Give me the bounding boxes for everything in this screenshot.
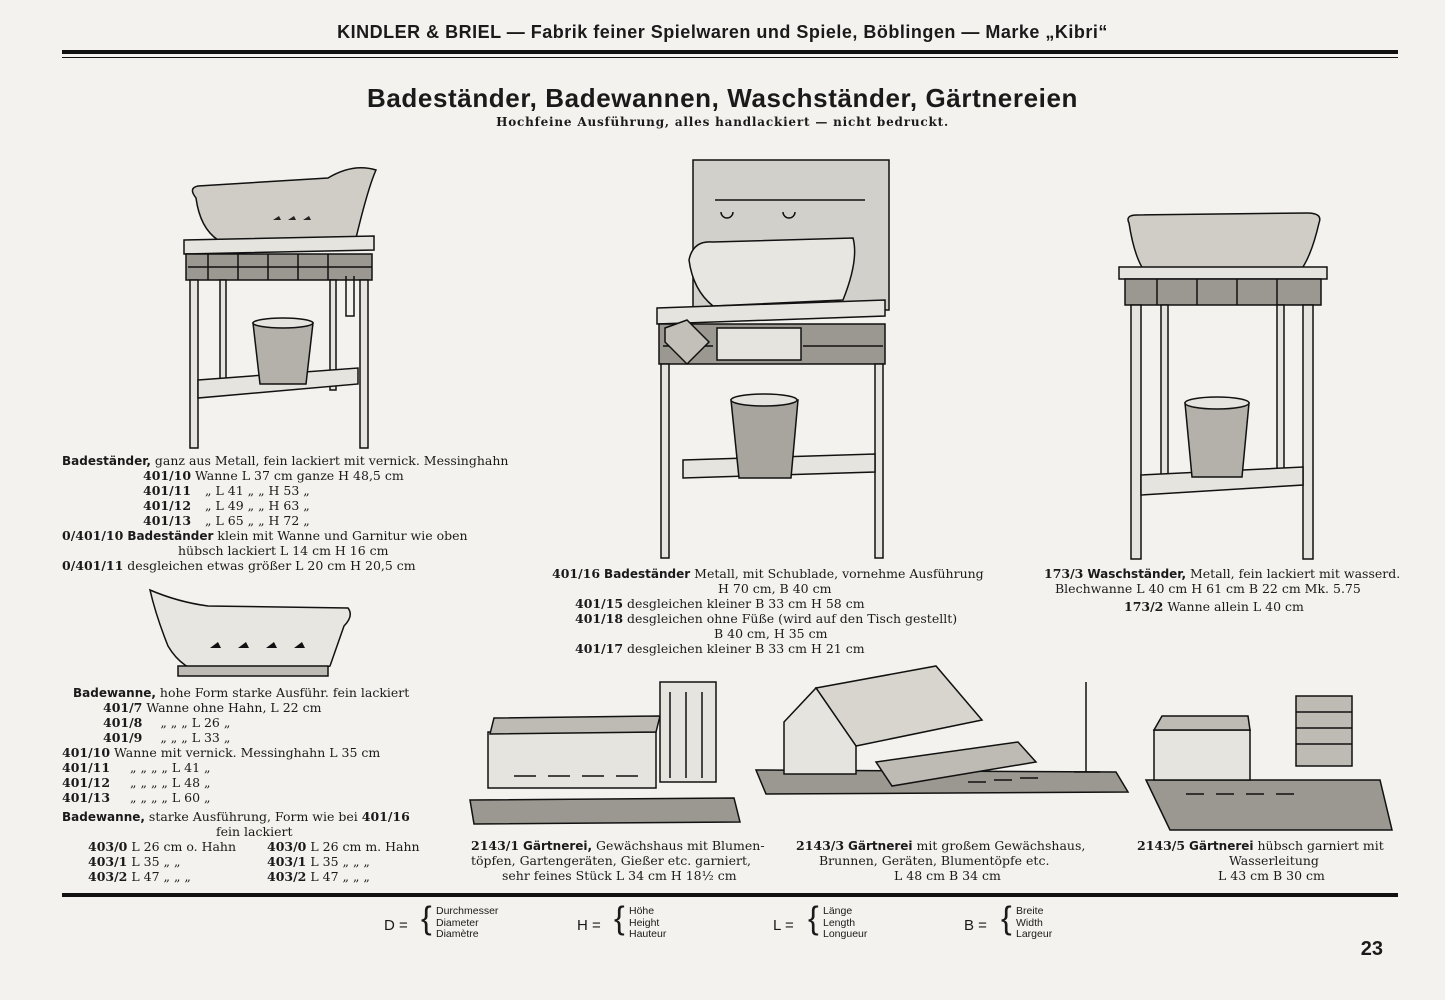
small-bath-stand-item: 0/401/10 Badeständer klein mit Wanne und…: [62, 528, 468, 543]
header-rule-thin: [62, 57, 1398, 58]
list-item: B 40 cm, H 35 cm: [714, 626, 828, 641]
list-item: 401/15 desgleichen kleiner B 33 cm H 58 …: [575, 596, 865, 611]
legend-key-b: B =: [964, 917, 987, 934]
list-item: 401/8 „ „ „ L 26 „: [103, 715, 231, 730]
catalog-header: KINDLER & BRIEL — Fabrik feiner Spielwar…: [337, 22, 1108, 42]
garden-nursery-small-description: 2143/1 Gärtnerei, Gewächshaus mit Blumen…: [471, 838, 765, 853]
list-item: 403/1 L 35 „ „: [88, 854, 181, 869]
list-item: 401/11 „ „ „ „ L 41 „: [62, 760, 211, 775]
wash-stand-description: 173/3 Waschständer, Metall, fein lackier…: [1044, 566, 1401, 581]
garden-nursery-large-illustration: [754, 665, 1130, 795]
legend-key-l: L =: [773, 917, 794, 934]
list-item: 401/13 „ „ „ „ L 60 „: [62, 790, 211, 805]
list-item: 401/12 „ L 49 „ „ H 63 „: [143, 498, 310, 513]
wash-stand-illustration: [1118, 212, 1328, 560]
bath-stand-illustration: [183, 167, 378, 449]
page-number: 23: [1360, 938, 1383, 960]
bath-stand-description: Badeständer, ganz aus Metall, fein lacki…: [62, 453, 509, 468]
garden-nursery-water-size: L 43 cm B 30 cm: [1218, 868, 1325, 883]
strong-bathtub-description: Badewanne, starke Ausführung, Form wie b…: [62, 809, 410, 824]
list-item: 403/2 L 47 „ „ „: [88, 869, 191, 884]
brace-icon: {: [614, 900, 625, 936]
bath-stand-label: Badeständer,: [62, 454, 151, 468]
list-item: 401/11 „ L 41 „ „ H 53 „: [143, 483, 310, 498]
garden-nursery-small-illustration: [469, 681, 741, 825]
garden-nursery-small-size: sehr feines Stück L 34 cm H 18½ cm: [502, 868, 737, 883]
wash-stand-size: Blechwanne L 40 cm H 61 cm B 22 cm Mk. 5…: [1055, 581, 1361, 596]
garden-nursery-large-details: Brunnen, Geräten, Blumentöpfe etc.: [819, 853, 1050, 868]
list-item: 401/12 „ „ „ „ L 48 „: [62, 775, 211, 790]
garden-nursery-small-details: töpfen, Gartengeräten, Gießer etc. garni…: [471, 853, 751, 868]
list-item: 401/17 desgleichen kleiner B 33 cm H 21 …: [575, 641, 865, 656]
drawer-bath-stand-description: 401/16 Badeständer Metall, mit Schublade…: [552, 566, 984, 581]
small-bath-stand-details: hübsch lackiert L 14 cm H 16 cm: [178, 543, 389, 558]
bathtub-description: Badewanne, hohe Form starke Ausführ. fei…: [73, 685, 410, 700]
garden-nursery-with-water-illustration: [1144, 695, 1393, 831]
header-rule-thick: [62, 50, 1398, 54]
list-item: 403/0 L 26 cm m. Hahn: [267, 839, 420, 854]
brace-icon: {: [808, 900, 819, 936]
legend-key-d: D =: [384, 917, 408, 934]
list-item: 401/9 „ „ „ L 33 „: [103, 730, 231, 745]
garden-nursery-large-size: L 48 cm B 34 cm: [894, 868, 1001, 883]
list-item: 401/10 Wanne L 37 cm ganze H 48,5 cm: [143, 468, 404, 483]
list-item: 401/18 desgleichen ohne Füße (wird auf d…: [575, 611, 958, 626]
garden-nursery-water-details: Wasserleitung: [1229, 853, 1319, 868]
list-item: 401/13 „ L 65 „ „ H 72 „: [143, 513, 310, 528]
list-item: 403/0 L 26 cm o. Hahn: [88, 839, 237, 854]
brace-icon: {: [1001, 900, 1012, 936]
bathtub-illustration: [148, 588, 351, 677]
larger-bath-stand-item: 0/401/11 desgleichen etwas größer L 20 c…: [62, 558, 416, 573]
bath-stand-with-drawer-illustration: [656, 159, 890, 559]
list-item: 403/2 L 47 „ „ „: [267, 869, 370, 884]
garden-nursery-large-description: 2143/3 Gärtnerei mit großem Gewächshaus,: [796, 838, 1086, 853]
list-item: 401/7 Wanne ohne Hahn, L 22 cm: [103, 700, 322, 715]
strong-bathtub-finish: fein lackiert: [216, 824, 293, 839]
wash-stand-tub-item: 173/2 Wanne allein L 40 cm: [1124, 599, 1304, 614]
footer-rule: [62, 893, 1398, 897]
page-subtitle: Hochfeine Ausführung, alles handlackiert…: [496, 115, 949, 129]
list-item: 403/1 L 35 „ „ „: [267, 854, 370, 869]
brace-icon: {: [421, 900, 432, 936]
page-title: Badeständer, Badewannen, Waschständer, G…: [366, 83, 1079, 113]
list-item: 401/10 Wanne mit vernick. Messinghahn L …: [62, 745, 381, 760]
drawer-bath-stand-size: H 70 cm, B 40 cm: [718, 581, 832, 596]
garden-nursery-water-description: 2143/5 Gärtnerei hübsch garniert mit: [1137, 838, 1384, 853]
legend-key-h: H =: [577, 917, 601, 934]
